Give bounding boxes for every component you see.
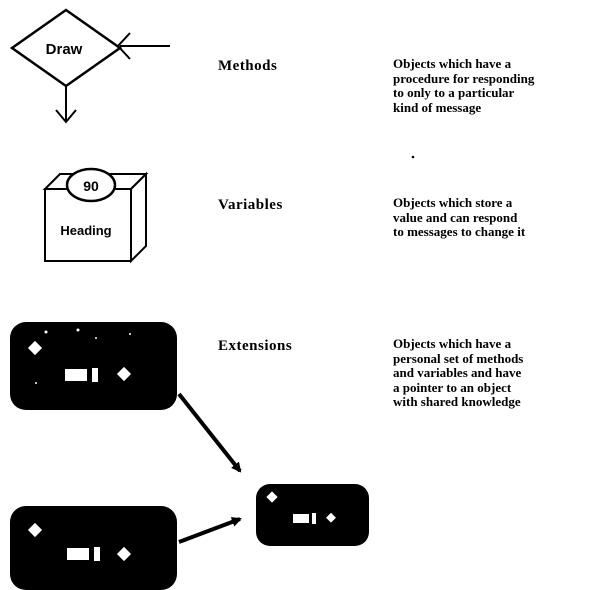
methods-description: Objects which have a procedure for respo…	[393, 56, 598, 115]
arrow-icon	[178, 517, 242, 544]
description-line: Objects which have a	[393, 336, 512, 351]
extension-object-icon	[256, 484, 369, 546]
description-line: to only to a particular	[393, 85, 515, 100]
variables-description: Objects which store a value and can resp…	[393, 195, 598, 240]
description-line: and variables and have	[393, 365, 522, 380]
draw-label: Draw	[46, 41, 83, 58]
description-line: value and can respond	[393, 209, 518, 225]
extensions-term: Extensions	[218, 338, 293, 354]
arrow-icon	[177, 392, 242, 473]
heading-variable-box-icon: 90 Heading	[42, 167, 149, 264]
description-line: with shared knowledge	[393, 394, 521, 409]
description-line: Objects which have a	[393, 56, 512, 71]
description-line: Objects which store a	[393, 195, 513, 210]
draw-method-diamond-icon: Draw	[9, 8, 170, 124]
description-line: to messages to change it	[393, 224, 526, 239]
extension-object-icon	[10, 322, 177, 410]
heading-label: Heading	[60, 223, 111, 238]
extensions-description: Objects which have a personal set of met…	[393, 336, 598, 410]
methods-term: Methods	[218, 58, 278, 74]
description-line: a pointer to an object	[393, 379, 512, 395]
description-line: personal set of methods	[393, 350, 524, 366]
description-line: procedure for responding	[393, 70, 535, 86]
extension-object-icon	[10, 506, 177, 590]
heading-value: 90	[83, 178, 99, 194]
description-line: kind of message	[393, 99, 482, 115]
variables-term: Variables	[218, 197, 283, 213]
